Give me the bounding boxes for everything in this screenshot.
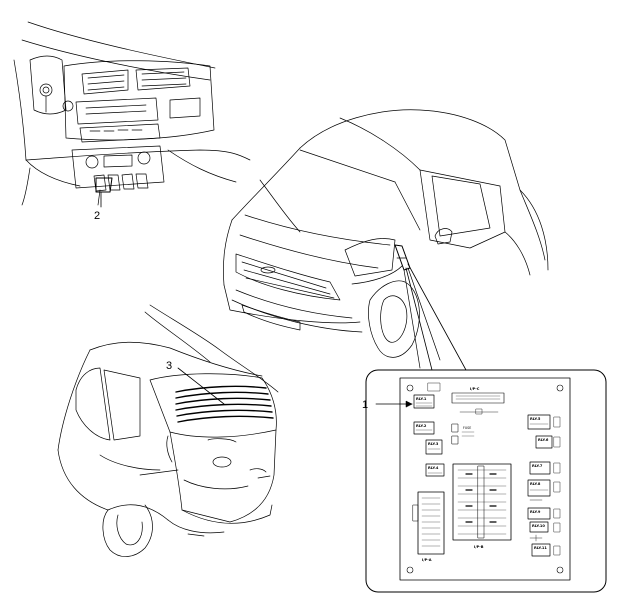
relay-4 (425, 463, 445, 477)
relay-9-label: RLY.9 (530, 510, 541, 514)
rear-defogger-grid (175, 385, 274, 423)
connector-ipa (417, 491, 445, 555)
connector-ipa-label: I/P-A (422, 558, 432, 562)
fuse-label: FUSE (463, 426, 471, 430)
relay-10-label: RLY.10 (532, 524, 545, 528)
relay-2 (413, 421, 435, 435)
relay-6-label: RLY.6 (538, 438, 549, 442)
relay-1-label: RLY.1 (416, 397, 427, 401)
leader-line (407, 263, 467, 371)
relay-11-label: RLY.11 (534, 546, 547, 550)
relay-9 (527, 507, 551, 520)
leader-line (405, 267, 433, 371)
relay-2-label: RLY.2 (416, 424, 427, 428)
dashboard-illustration (13, 21, 251, 208)
connector-ipc-label: I/P-C (470, 387, 480, 391)
relay-6 (535, 435, 553, 449)
relay-10 (529, 521, 549, 533)
connector-ipb-label: I/P-B (474, 545, 484, 549)
relay-4-label: RLY.4 (428, 466, 439, 470)
relay-3-label: RLY.3 (428, 442, 439, 446)
relay-11 (531, 543, 551, 557)
junction-box-detail: I/P-C RLY.1 RLY.2 RLY.3 RLY.4 FUSE (365, 369, 607, 593)
relay-8-label: RLY.8 (530, 482, 541, 486)
relay-3 (425, 439, 443, 455)
callout-3: 3 (166, 360, 172, 372)
callout-2: 2 (94, 210, 100, 222)
front-car-illustration (223, 109, 549, 369)
connector-ipb (452, 463, 512, 541)
relay-5 (527, 414, 551, 430)
relay-1 (413, 394, 435, 409)
callout-1: 1 (362, 399, 368, 411)
relay-7-label: RLY.7 (532, 464, 543, 468)
relay-8 (527, 479, 551, 497)
rear-car-illustration (57, 304, 279, 557)
relay-7 (529, 461, 551, 475)
relay-5-label: RLY.5 (530, 417, 541, 421)
